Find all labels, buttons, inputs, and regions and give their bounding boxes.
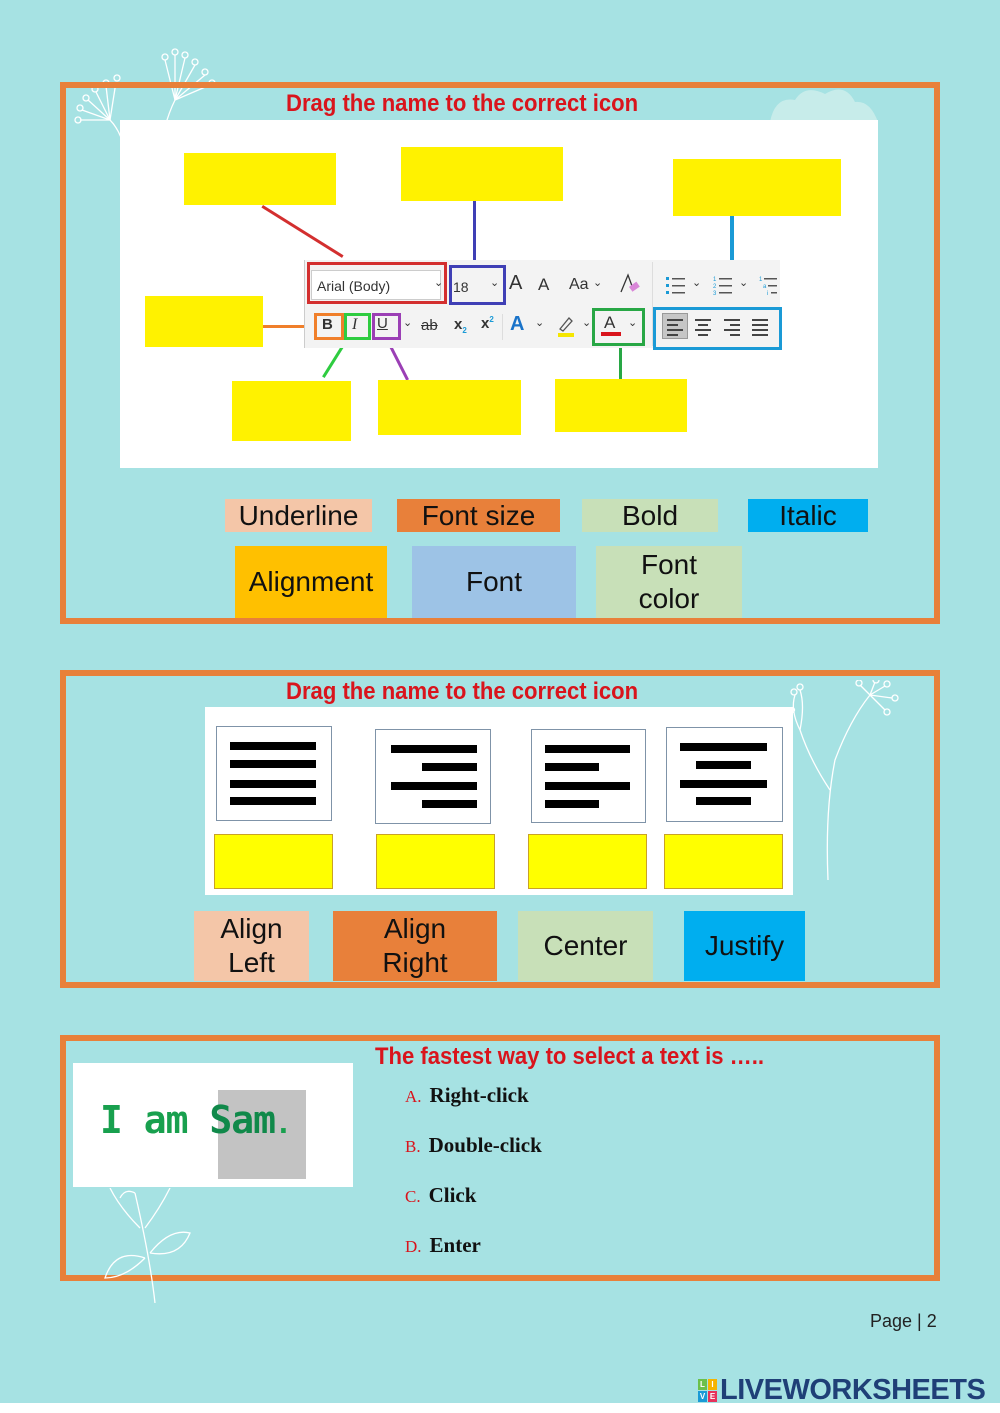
section1-title: Drag the name to the correct icon: [286, 90, 639, 117]
leaf-decoration-bottom-left: [104, 1188, 191, 1303]
chip-center[interactable]: Center: [518, 911, 653, 981]
chevron-down-icon: ⌄: [739, 277, 749, 289]
option-c[interactable]: C.Click: [405, 1183, 477, 1207]
sample-text: I am Sam.: [100, 1098, 292, 1142]
section2-title: Drag the name to the correct icon: [286, 678, 639, 705]
chip-alignment[interactable]: Alignment: [235, 546, 387, 618]
shrink-font-icon[interactable]: A: [538, 275, 550, 294]
ribbon-divider: [652, 262, 653, 346]
drop-box-underline[interactable]: [378, 380, 521, 435]
cloud-decoration: [770, 89, 878, 122]
multilevel-list-icon[interactable]: 1ai: [758, 275, 778, 295]
option-a[interactable]: A.Right-click: [405, 1083, 529, 1107]
svg-text:3: 3: [713, 291, 717, 295]
change-case-icon[interactable]: Aa: [569, 276, 589, 293]
superscript-icon[interactable]: x2: [481, 315, 494, 332]
drop-box-align-right[interactable]: [376, 834, 495, 889]
grow-font-icon[interactable]: A: [509, 272, 523, 294]
svg-text:i: i: [767, 291, 768, 295]
chevron-down-icon: ⌄: [434, 277, 444, 289]
chip-align-right[interactable]: Align Right: [333, 911, 497, 981]
chevron-down-icon: ⌄: [535, 317, 545, 329]
numbering-icon[interactable]: 123: [712, 275, 734, 295]
font-color-swatch: [601, 332, 621, 336]
bold-icon[interactable]: B: [322, 316, 333, 333]
card-align-left: [531, 729, 646, 823]
liveworksheets-logo: L I V E: [698, 1379, 717, 1402]
liveworksheets-brand: LIVEWORKSHEETS: [720, 1374, 986, 1406]
highlight-font-size: [449, 265, 506, 305]
highlight-font: [307, 262, 447, 304]
section3-frame: [60, 1035, 940, 1281]
highlighter-icon[interactable]: [555, 314, 577, 338]
text-effects-icon[interactable]: A: [510, 313, 525, 335]
option-b[interactable]: B.Double-click: [405, 1133, 542, 1157]
bullets-icon[interactable]: [665, 275, 687, 295]
chevron-down-icon: ⌄: [582, 317, 592, 329]
svg-text:a: a: [763, 284, 767, 290]
footer-strip: [0, 1403, 1000, 1413]
highlight-font-color: [592, 308, 645, 346]
card-justify: [216, 726, 332, 821]
strikethrough-icon[interactable]: ab: [421, 317, 438, 334]
question-text: The fastest way to select a text is …..: [375, 1043, 765, 1070]
drop-box-font-color[interactable]: [555, 379, 687, 432]
drop-box-italic[interactable]: [232, 381, 351, 441]
chip-font-size[interactable]: Font size: [397, 499, 560, 532]
chip-font-color[interactable]: Font color: [596, 546, 742, 618]
connector-font-size: [473, 200, 476, 268]
clear-formatting-icon[interactable]: [618, 272, 642, 296]
card-align-right: [375, 729, 491, 824]
option-d[interactable]: D.Enter: [405, 1233, 481, 1257]
sample-text-box: [73, 1063, 353, 1187]
section1-frame: [60, 82, 940, 624]
section2-frame: [60, 670, 940, 988]
font-size-value[interactable]: 18: [453, 279, 469, 295]
chip-underline[interactable]: Underline: [225, 499, 372, 532]
connector-font-color: [619, 345, 622, 380]
svg-text:1: 1: [713, 277, 717, 283]
chip-align-left[interactable]: Align Left: [194, 911, 309, 981]
connector-bold: [262, 325, 314, 328]
chip-italic[interactable]: Italic: [748, 499, 868, 532]
drop-box-justify[interactable]: [214, 834, 333, 889]
chevron-down-icon: ⌄: [403, 317, 413, 329]
chip-font[interactable]: Font: [412, 546, 576, 618]
drop-box-alignment[interactable]: [673, 159, 841, 216]
ribbon-divider: [502, 314, 503, 340]
underline-icon[interactable]: U: [377, 315, 388, 332]
subscript-icon[interactable]: x2: [454, 316, 467, 335]
flower-decoration-right: [788, 680, 899, 881]
highlight-alignment: [653, 307, 782, 350]
drop-box-font-size[interactable]: [401, 147, 563, 201]
card-center: [666, 727, 783, 822]
selection-highlight: [218, 1090, 306, 1179]
drop-box-align-left[interactable]: [528, 834, 647, 889]
chevron-down-icon: ⌄: [692, 277, 702, 289]
chip-justify[interactable]: Justify: [684, 911, 805, 981]
drop-box-font[interactable]: [184, 153, 336, 205]
highlight-italic: [344, 313, 371, 340]
chevron-down-icon: ⌄: [490, 277, 500, 289]
chevron-down-icon: ⌄: [593, 277, 603, 289]
chevron-down-icon: ⌄: [628, 317, 638, 329]
drop-box-center[interactable]: [664, 834, 783, 889]
page-number: Page | 2: [870, 1311, 937, 1331]
font-name-dropdown[interactable]: [311, 270, 441, 300]
selected-word: Sam: [209, 1098, 276, 1142]
chip-bold[interactable]: Bold: [582, 499, 718, 532]
highlight-underline: [372, 313, 401, 340]
font-color-icon[interactable]: A: [604, 313, 616, 332]
italic-icon[interactable]: I: [352, 316, 358, 333]
drop-box-bold[interactable]: [145, 296, 263, 347]
font-name-value: Arial (Body): [317, 278, 391, 294]
svg-text:1: 1: [759, 277, 763, 283]
ribbon-divider: [304, 260, 305, 348]
highlight-bold: [314, 313, 344, 340]
svg-text:2: 2: [713, 284, 717, 290]
